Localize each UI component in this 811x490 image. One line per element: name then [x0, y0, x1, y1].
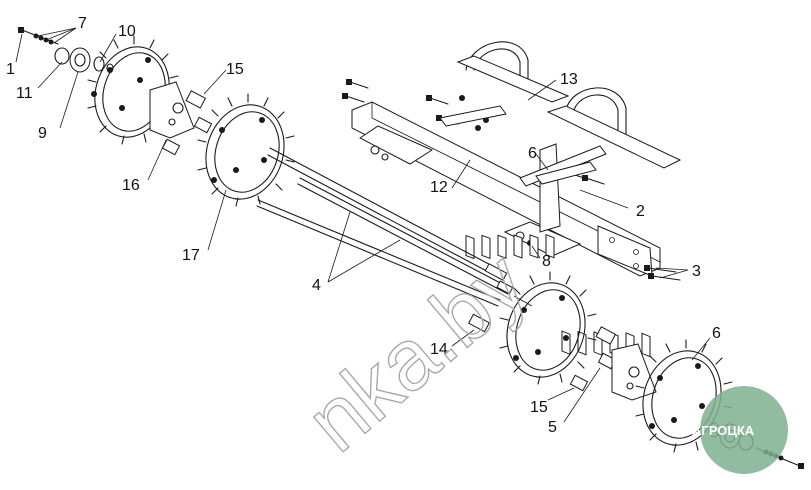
leader-lines [15, 27, 711, 423]
callout-7: 7 [78, 15, 87, 32]
callout-1: 1 [6, 61, 15, 78]
callout-14: 14 [430, 341, 448, 358]
left-spacers [161, 90, 213, 156]
callout-6-top: 6 [528, 145, 537, 162]
callout-9: 9 [38, 125, 47, 142]
tine-assembly [439, 41, 682, 358]
callout-17: 17 [182, 247, 200, 264]
left-mount-plate [149, 81, 195, 139]
badge-circle [700, 386, 788, 474]
callout-15-top: 15 [226, 61, 244, 78]
left-hub-parts [54, 47, 114, 73]
callout-6-bottom: 6 [712, 325, 721, 342]
callout-labels: 1 7 10 11 9 15 16 17 13 12 6 2 3 8 4 14 … [6, 15, 721, 436]
callout-11: 11 [16, 85, 33, 102]
callout-13: 13 [560, 71, 578, 88]
badge-text: АГРОЦКА [692, 423, 755, 438]
callout-3: 3 [692, 263, 701, 280]
callout-15-bottom: 15 [530, 399, 548, 416]
watermark: nka.by [289, 234, 545, 470]
right-rear-wheel [499, 271, 597, 385]
callout-16: 16 [122, 177, 140, 194]
hitch-frame [342, 79, 681, 281]
left-rear-wheel [197, 93, 295, 207]
callout-8: 8 [542, 253, 551, 270]
badge-logo: АГРОЦКА [692, 386, 788, 474]
callout-2: 2 [636, 203, 645, 220]
callout-12: 12 [430, 179, 448, 196]
rod-spacer [468, 313, 490, 333]
axle-rods [256, 147, 533, 307]
callout-4: 4 [312, 277, 321, 294]
callout-10: 10 [118, 23, 136, 40]
callout-5: 5 [548, 419, 557, 436]
right-spacers [569, 326, 617, 392]
